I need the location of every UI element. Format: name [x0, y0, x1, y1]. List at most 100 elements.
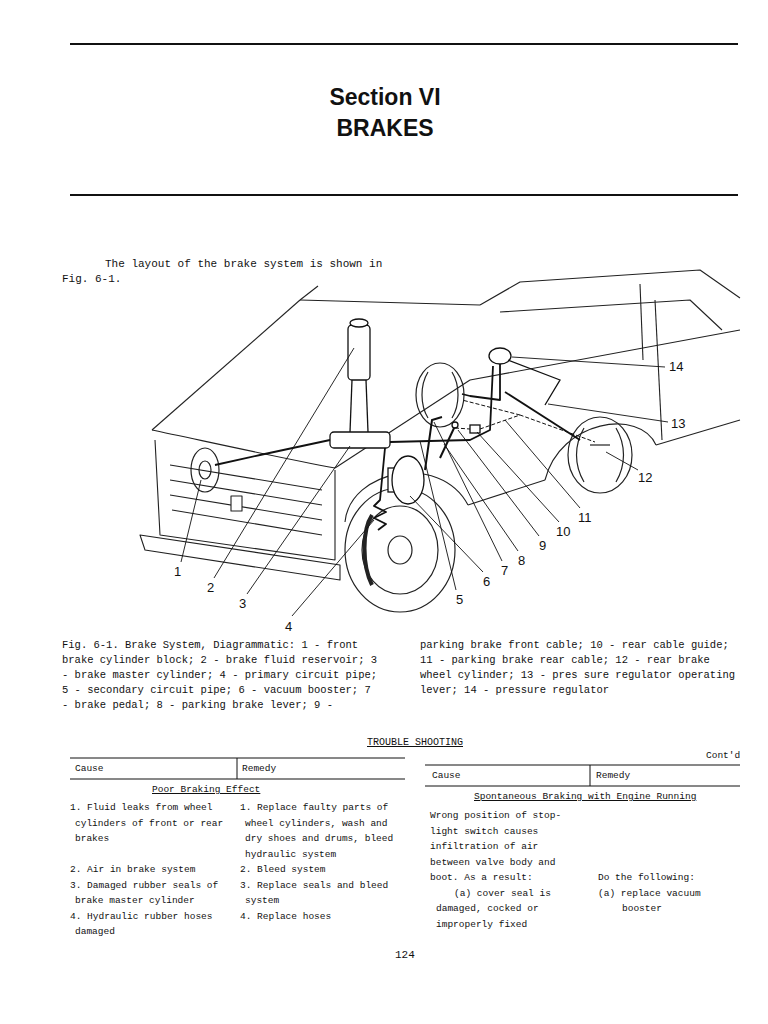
table-cell: 3. Damaged rubber seals of brake master …: [70, 878, 230, 909]
leader-line: [247, 446, 350, 594]
table-rule: [237, 758, 238, 779]
section-rule: [70, 43, 738, 45]
group-heading: Poor Braking Effect: [152, 782, 260, 798]
column-header: Cause: [75, 761, 104, 777]
callout-number: 14: [667, 360, 685, 374]
page-number: 124: [395, 948, 415, 962]
car-body-outline: [300, 286, 318, 300]
car-body-outline: [468, 480, 545, 505]
wheel: [345, 488, 455, 612]
section-title: Section VI BRAKES: [305, 82, 465, 144]
table-cell: 2. Bleed system: [240, 862, 400, 878]
table-heading: TROUBLE SHOOTING: [367, 735, 463, 750]
callout-number: 8: [516, 554, 527, 568]
leader-line: [477, 432, 559, 522]
parking-cable: [462, 400, 520, 415]
table-cell: 1. Fluid leaks from wheel cylinders of f…: [70, 800, 230, 847]
brake-component: [452, 422, 458, 428]
table-note: Cont'd: [706, 748, 740, 764]
table-cell: 2. Air in brake system: [70, 862, 230, 878]
leader-line: [181, 480, 201, 562]
car-body-outline: [140, 535, 340, 580]
parking-cable: [455, 428, 470, 429]
callout-number: 4: [283, 620, 294, 634]
section-rule: [70, 194, 738, 196]
wheel: [577, 428, 624, 482]
table-cell: 3. Replace seals and bleed system: [240, 878, 400, 909]
brake-component: [330, 432, 390, 448]
column-header: Remedy: [242, 761, 276, 777]
brake-component: [350, 380, 352, 432]
callout-number: 12: [636, 471, 654, 485]
brake-component: [440, 426, 455, 458]
table-rule: [425, 786, 740, 787]
callout-number: 2: [205, 581, 216, 595]
wheel: [422, 372, 458, 418]
callout-number: 13: [669, 417, 687, 431]
group-heading: Spontaneous Braking with Engine Running: [474, 789, 696, 805]
leader-line: [410, 496, 483, 572]
wheel: [199, 461, 211, 479]
leader-line: [512, 357, 665, 367]
car-body-outline: [152, 300, 300, 430]
table-rule: [590, 765, 591, 786]
intro-text: The layout of the brake system is shown …: [62, 257, 392, 287]
wheel: [568, 417, 632, 493]
leader-line: [606, 452, 638, 470]
brake-component: [392, 456, 424, 504]
wheel: [191, 448, 219, 492]
brake-component: [350, 319, 368, 327]
table-cell: (a) replace vacuum booster: [598, 886, 738, 917]
brake-pipe: [374, 448, 386, 530]
callout-number: 5: [454, 593, 465, 607]
car-body-outline: [152, 430, 335, 468]
car-body-outline: [170, 465, 322, 535]
wheel: [590, 444, 610, 445]
brake-pipe: [462, 364, 500, 400]
wheel: [388, 536, 412, 564]
car-body-outline: [480, 270, 740, 305]
car-body-outline: [500, 300, 722, 330]
column-header: Cause: [432, 768, 461, 784]
figure-caption: Fig. 6-1. Brake System, Diagrammatic: 1 …: [62, 638, 738, 713]
table-cell: Wrong position of stop-light switch caus…: [430, 808, 580, 886]
car-body-outline: [655, 300, 662, 440]
wheel: [191, 363, 632, 612]
table-rule: [70, 758, 740, 786]
leader-line: [181, 348, 668, 616]
callout-number: 6: [481, 575, 492, 589]
leader-line: [505, 420, 580, 508]
callout-number: 7: [499, 564, 510, 578]
brake-component: [470, 425, 480, 433]
table-cell: (a) cover seal is damaged, cocked or imp…: [430, 886, 580, 933]
table-cell: 4. Replace hoses: [240, 909, 400, 925]
brake-component: [330, 319, 560, 504]
brake-pipe: [215, 364, 580, 530]
brake-component: [366, 380, 368, 432]
parking-cable: [480, 415, 595, 442]
brake-pipe: [215, 440, 330, 465]
leader-line: [292, 520, 374, 616]
callout-number: 9: [537, 539, 548, 553]
section-rule: [70, 44, 738, 195]
table-cell: Do the following:: [598, 870, 738, 886]
brake-component: [489, 348, 511, 364]
leader-line: [420, 441, 456, 590]
table-cell: 1. Replace faulty parts of wheel cylinde…: [240, 800, 400, 862]
leader-line: [214, 348, 354, 578]
car-body-outline: [231, 496, 242, 511]
column-header: Remedy: [596, 768, 630, 784]
callout-number: 11: [576, 511, 594, 525]
table-rule: [425, 765, 740, 766]
parking-cable: [455, 400, 595, 442]
car-body-outline: [300, 300, 480, 305]
car-body-outline: [470, 330, 740, 380]
callout-number: 10: [554, 525, 572, 539]
leader-line: [548, 404, 668, 422]
callout-number: 3: [237, 597, 248, 611]
car-body-outline: [140, 270, 740, 580]
brake-component: [425, 417, 442, 470]
callout-number: 1: [172, 565, 183, 579]
wheel: [362, 506, 438, 594]
wheel: [365, 515, 373, 585]
